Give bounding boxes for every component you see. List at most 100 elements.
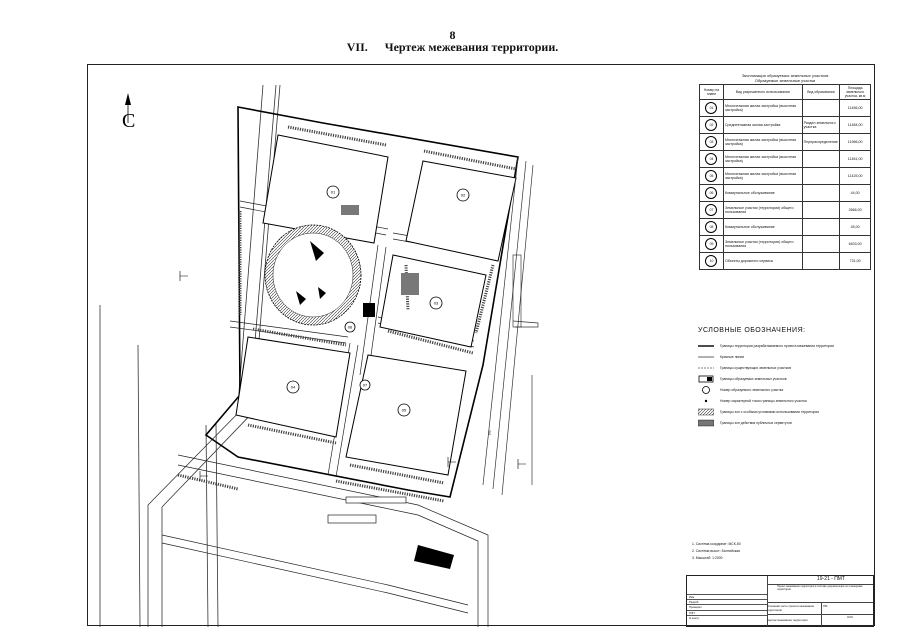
zone-number-badge: 07 bbox=[705, 204, 718, 216]
legend-item: Границы территории разрабатываемого прое… bbox=[698, 340, 870, 351]
lot-badge-03: 03 bbox=[429, 296, 443, 310]
zones-table-row: 06 Коммунальное обслуживание 44,00 bbox=[699, 184, 871, 202]
zones-header-use: Вид разрешенного использования bbox=[722, 84, 803, 100]
zone-method-cell bbox=[801, 235, 841, 253]
zone-number-cell: 07 bbox=[699, 201, 724, 219]
legend: УСЛОВНЫЕ ОБОЗНАЧЕНИЯ: Границы территории… bbox=[697, 327, 870, 428]
legend-title: УСЛОВНЫЕ ОБОЗНАЧЕНИЯ: bbox=[698, 327, 806, 334]
sheet-title: Чертеж межевания территории bbox=[767, 618, 808, 622]
zones-header-area: Площадь земельного участка, кв.м bbox=[839, 84, 871, 100]
zone-use-cell: Многоэтажная жилая застройка (высотная з… bbox=[722, 133, 803, 151]
project-description: Проект межевания территории в составе до… bbox=[777, 585, 863, 592]
signature-cell: ГИП bbox=[687, 609, 767, 615]
stage-label: ПМ bbox=[823, 604, 828, 608]
zone-number-cell: 05 bbox=[699, 167, 724, 185]
legend-item: Границы существующих земельных участков bbox=[698, 362, 870, 373]
zones-table-block: Экспликация образуемых земельных участко… bbox=[699, 73, 871, 270]
dark-building bbox=[414, 545, 454, 569]
zone-area-cell: 11484,00 bbox=[839, 116, 871, 134]
notes: 1. Система координат: МСК-50 2. Система … bbox=[692, 541, 872, 562]
zone-number-badge: 09 bbox=[705, 238, 718, 250]
note-line: 3. Масштаб: 1:2000 bbox=[692, 556, 723, 560]
svg-text:07: 07 bbox=[363, 383, 368, 388]
street-label: ул. bbox=[486, 429, 492, 435]
zones-table-row: 03 Многоэтажная жилая застройка (высотная… bbox=[699, 133, 871, 151]
signature-cell: Изм. bbox=[687, 594, 767, 599]
lot-badge-02: 02 bbox=[456, 188, 470, 202]
zone-number-cell: 09 bbox=[699, 235, 724, 253]
legend-boundary-line-symbol bbox=[698, 342, 714, 350]
legend-item: Границы зон с особыми условиями использо… bbox=[697, 406, 870, 417]
zone-number-cell: 08 bbox=[699, 218, 724, 236]
note-line: 1. Система координат: МСК-50 bbox=[692, 542, 741, 546]
svg-text:05: 05 bbox=[402, 408, 407, 413]
north-arrow: С bbox=[122, 93, 135, 132]
legend-existing-lot-symbol bbox=[698, 364, 714, 372]
legend-item: Границы образуемых земельных участков bbox=[698, 373, 870, 384]
zones-header-method: Вид образования bbox=[801, 84, 841, 100]
document-part: Основная часть проекта межевания террито… bbox=[767, 604, 815, 612]
organization: ООО bbox=[847, 616, 854, 619]
zone-number-cell: 06 bbox=[699, 184, 724, 202]
zone-number-cell: 02 bbox=[699, 116, 724, 134]
zone-number-cell: 10 bbox=[699, 252, 724, 270]
zone-area-cell: 11966,00 bbox=[839, 133, 871, 151]
zone-area-cell: 44,00 bbox=[839, 184, 871, 202]
north-letter: С bbox=[122, 110, 135, 132]
lot-badge-07: 07 bbox=[359, 379, 371, 391]
zone-number-badge: 04 bbox=[705, 153, 718, 165]
title-block: 19-21 - ПМТ Проект межевания территории … bbox=[686, 575, 874, 627]
section-title: Чертеж межевания территории. bbox=[384, 40, 559, 54]
svg-text:01: 01 bbox=[331, 190, 336, 195]
legend-item: Номер образуемого земельного участка bbox=[698, 384, 870, 395]
zone-number-badge: 03 bbox=[705, 136, 718, 148]
zones-table-row: 09 Земельные участки (территории) общего … bbox=[699, 235, 871, 253]
zones-table-subtitle: Образуемые земельные участки bbox=[754, 78, 816, 83]
svg-text:06: 06 bbox=[348, 325, 353, 330]
zone-method-cell bbox=[801, 150, 841, 168]
signature-cells: Изм. Разраб. Проверил ГИП Н.контр. bbox=[687, 594, 767, 620]
lot-badge-05: 05 bbox=[397, 403, 411, 417]
zone-use-cell: Объекты дорожного сервиса bbox=[722, 252, 803, 270]
zone-use-cell: Среднеэтажная жилая застройка bbox=[722, 116, 803, 134]
note-line: 2. Система высот: Балтийская bbox=[692, 549, 740, 553]
section-roman: VII. bbox=[346, 40, 368, 54]
zone-method-cell bbox=[801, 201, 841, 219]
zone-area-cell: 11461,00 bbox=[839, 150, 871, 168]
zone-use-cell: Земельные участки (территории) общего по… bbox=[722, 235, 803, 253]
svg-text:04: 04 bbox=[291, 385, 296, 390]
zone-method-cell bbox=[801, 167, 841, 185]
zone-number-cell: 04 bbox=[699, 150, 724, 168]
zone-method-cell bbox=[801, 184, 841, 202]
zone-use-cell: Многоэтажная жилая застройка (высотная з… bbox=[722, 99, 803, 117]
lot-01 bbox=[262, 134, 389, 244]
zone-use-cell: Коммунальное обслуживание bbox=[722, 184, 803, 202]
zone-number-badge: 10 bbox=[705, 255, 718, 267]
zone-method-cell bbox=[801, 99, 841, 117]
legend-item: Границы зон действия публичных сервитуто… bbox=[697, 417, 870, 428]
zones-table: Номер на плане Вид разрешенного использо… bbox=[699, 84, 871, 270]
zone-area-cell: 45,00 bbox=[839, 218, 871, 236]
page-number: 8 bbox=[449, 28, 456, 42]
zone-use-cell: Коммунальное обслуживание bbox=[722, 218, 803, 236]
zones-table-title: Экспликация образуемых земельных участко… bbox=[741, 73, 829, 78]
territory-boundary bbox=[204, 106, 519, 498]
signature-cell: Проверил bbox=[687, 604, 767, 609]
zone-number-badge: 08 bbox=[705, 221, 718, 233]
svg-text:03: 03 bbox=[434, 301, 439, 306]
zone-use-cell: Земельные участки (территории) общего по… bbox=[722, 201, 803, 219]
zone-method-cell bbox=[801, 218, 841, 236]
lot-02 bbox=[405, 160, 517, 262]
zone-area-cell: 731,00 bbox=[839, 252, 871, 270]
lot-badge-04: 04 bbox=[286, 380, 300, 394]
section-heading: VII. Чертеж межевания территории. bbox=[0, 40, 905, 55]
zones-header-num: Номер на плане bbox=[699, 84, 724, 100]
zone-number-badge: 06 bbox=[705, 187, 718, 199]
legend-red-line-symbol bbox=[698, 353, 714, 361]
site-plan: С bbox=[99, 84, 539, 627]
zone-method-cell bbox=[801, 252, 841, 270]
signature-cell: Н.контр. bbox=[687, 614, 767, 620]
